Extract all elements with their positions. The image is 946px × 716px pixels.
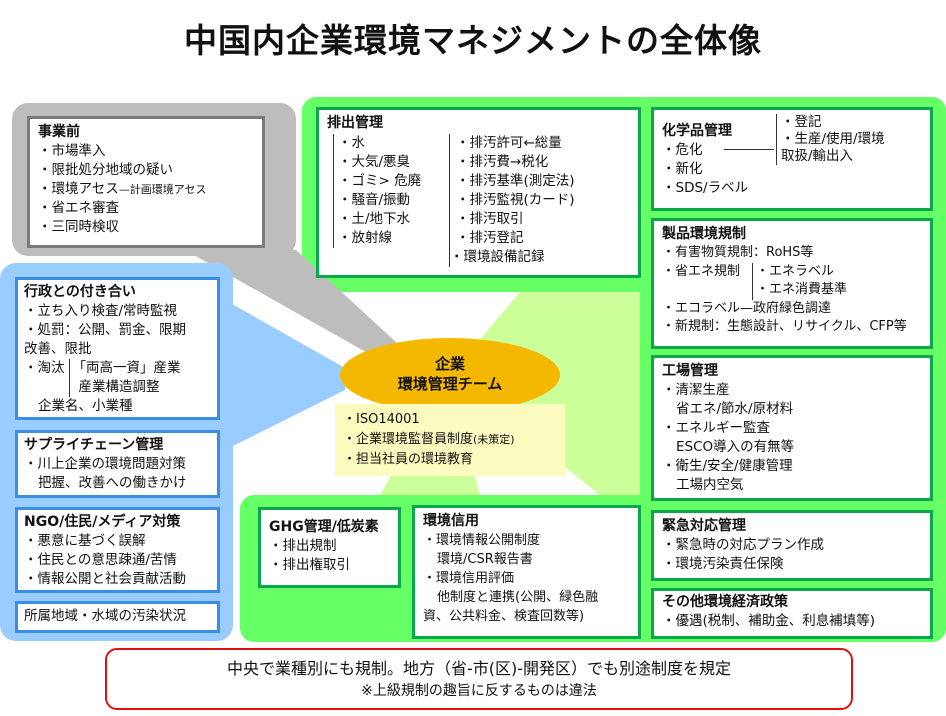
list-item: ・有害物質規制：RoHS等 [662,245,814,260]
box-title: GHG管理/低炭素 [269,519,379,535]
list-item: ・緊急時の対応プラン作成 [662,537,824,553]
list-item: ・エネルギー監査 [662,420,770,436]
emission-rules-list: ・排汚許可←総量 ・排汚費→税化 ・排汚基準(測定法) ・排汚監視(カード) ・… [449,134,575,267]
list-item: ・土/地下水 [338,211,411,227]
list-item: 取扱/輸出入 [781,148,854,164]
page-title: 中国内企業環境マネジメントの全体像 [184,21,762,60]
list-item: ・エコラベル—政府緑色調達 [662,300,832,316]
list-item: ・省エネ審査 [38,200,119,216]
list-item: ・住民との意思疎通/苦情 [24,552,177,568]
list-item: ・排汚監視(カード) [456,192,575,208]
box-title: NGO/住民/メディア対策 [24,514,181,530]
list-item: ・新規制：生態設計、リサイクル、CFP等 [662,319,907,334]
list-item: ・情報公開と社会貢献活動 [24,571,186,587]
list-item: ・放射線 [338,230,392,246]
regulation-note-box: 中央で業種別にも規制。地方（省-市(区)-開発区）でも別途制度を規定 ※上級規制… [105,648,853,710]
box-title: サプライチェーン管理 [24,437,164,453]
ghg-box: GHG管理/低炭素 ・排出規制 ・排出権取引 [258,507,401,588]
list-item: ・立ち入り検査/常時監視 [24,303,178,319]
list-item: 資、公共料金、検査回数等) [423,609,585,624]
note-line: ※上級規制の趣旨に反するものは違法 [361,683,597,699]
center-label: 環境管理チーム [397,375,503,393]
emission-media-list: ・水 ・大気/悪臭 ・ゴミ> 危廃 ・騒音/振動 ・土/地下水 ・放射線 [333,134,421,248]
list-item: 省エネ/節水/原材料 [676,401,794,417]
list-item: ・排汚登記 [456,230,524,246]
list-item: ・市場準入 [38,143,106,159]
list-item: 改善、限批 [24,341,92,357]
list-item: ・排出規制 [269,538,337,554]
team-measures-box: ・ISO14001 ・企業環境監督員制度(未策定) ・担当社員の環境教育 [335,404,565,476]
list-item: 企業名、小業種 [38,398,133,414]
gray-wedge [185,250,410,360]
box-title: 工場管理 [662,363,718,379]
other-policy-box: その他環境経済政策 ・優遇(税制、補助金、利息補填等) [651,588,933,639]
box-title: 排出管理 [327,115,383,131]
list-item: ・ゴミ> 危廃 [338,173,422,189]
box-title: 環境信用 [423,513,479,529]
region-box: 所属地域・水域の汚染状況 [15,601,220,633]
list-item: ・SDS/ラベル [662,180,749,196]
list-item: 把握、改善への働きかけ [38,475,187,491]
list-item: ・優遇(税制、補助金、利息補填等) [662,613,876,629]
list-item: 環境/CSR報告書 [437,552,533,567]
list-item: ・排汚取引 [456,211,524,227]
list-item: ・登記 [781,114,822,130]
list-item: 工場内空気 [676,477,744,493]
note-line: 中央で業種別にも規制。地方（省-市(区)-開発区）でも別途制度を規定 [226,659,732,678]
list-item: ・水 [338,135,365,151]
factory-box: 工場管理 ・清潔生産 省エネ/節水/原材料 ・エネルギー監査 ESCO導入の有無… [651,355,933,501]
emergency-box: 緊急対応管理 ・緊急時の対応プラン作成 ・環境汚染責任保険 [651,510,933,581]
list-item: ・環境アセス—計画環境アセス [38,181,207,197]
env-credit-box: 環境信用 ・環境情報公開制度 環境/CSR報告書 ・環境信用評価 他制度と連携(… [412,505,641,639]
list-item: ・大気/悪臭 [338,154,411,170]
list-item: ・清潔生産 [662,382,730,398]
chemical-box: 化学品管理 ・危化 ・新化 ・SDS/ラベル ・登記 ・生産/使用/環境 取扱/… [651,107,933,211]
list-item: ・騒音/振動 [338,192,411,208]
env-management-team-ellipse: 企業 環境管理チーム [340,338,560,412]
supply-chain-box: サプライチェーン管理 ・川上企業の環境問題対策 把握、改善への働きかけ [15,430,220,498]
box-title: その他環境経済政策 [662,594,788,610]
list-item: ・生産/使用/環境 [781,131,885,147]
product-regulation-box: 製品環境規制 ・有害物質規制：RoHS等 ・省エネ規制・エネラベル・エネ消費基準… [651,218,933,349]
list-item: ・限批処分地域の疑い [38,162,173,178]
box-title: 緊急対応管理 [662,518,746,534]
blue-wedge [225,300,345,450]
list-item: ・排汚費→税化 [456,154,549,170]
list-item: ・排出権取引 [269,557,350,573]
list-item: ・担当社員の環境教育 [343,452,474,467]
list-item: ・環境情報公開制度 [423,533,541,548]
list-item: ・排汚許可←総量 [456,135,562,151]
list-item: ・処罰：公開、罰金、限期 [24,322,186,338]
list-item: ・企業環境監督員制度(未策定) [343,432,515,447]
pre-business-box: 事業前 ・市場準入 ・限批処分地域の疑い ・環境アセス—計画環境アセス ・省エネ… [27,116,265,248]
list-item: ・新化 [662,161,703,177]
emission-box: 排出管理 ・水 ・大気/悪臭 ・ゴミ> 危廃 ・騒音/振動 ・土/地下水 ・放射… [316,107,641,278]
government-box: 行政との付き合い ・立ち入り検査/常時監視 ・処罰：公開、罰金、限期 改善、限批… [15,277,220,420]
list-item: ・環境汚染責任保険 [662,556,784,572]
connector-line [724,149,774,150]
center-label: 企業 [434,355,465,373]
list-item: 他制度と連携(公開、緑色融 [437,590,599,605]
list-item: ・衛生/安全/健康管理 [662,458,793,474]
list-item: ・環境設備記録 [450,249,545,265]
box-title: 製品環境規制 [662,226,746,242]
list-item: ・ISO14001 [343,412,420,427]
box-title: 行政との付き合い [24,284,136,300]
region-text: 所属地域・水域の汚染状況 [24,608,186,624]
list-item: ・悪意に基づく誤解 [24,533,146,549]
list-item: ・川上企業の環境問題対策 [24,456,186,472]
list-item: ・危化 [662,142,703,158]
list-item: ・排汚基準(測定法) [456,173,575,189]
list-item: ・環境信用評価 [423,571,515,586]
box-title: 化学品管理 [662,123,732,139]
list-item: ・淘汰「両高一資」産業産業構造調整 [24,359,181,397]
ngo-box: NGO/住民/メディア対策 ・悪意に基づく誤解 ・住民との意思疎通/苦情 ・情報… [15,507,220,593]
box-title: 事業前 [38,124,80,140]
list-item: ・省エネ規制・エネラベル・エネ消費基準 [662,262,922,300]
list-item: ・三同時検収 [38,219,119,235]
list-item: ESCO導入の有無等 [676,439,795,455]
